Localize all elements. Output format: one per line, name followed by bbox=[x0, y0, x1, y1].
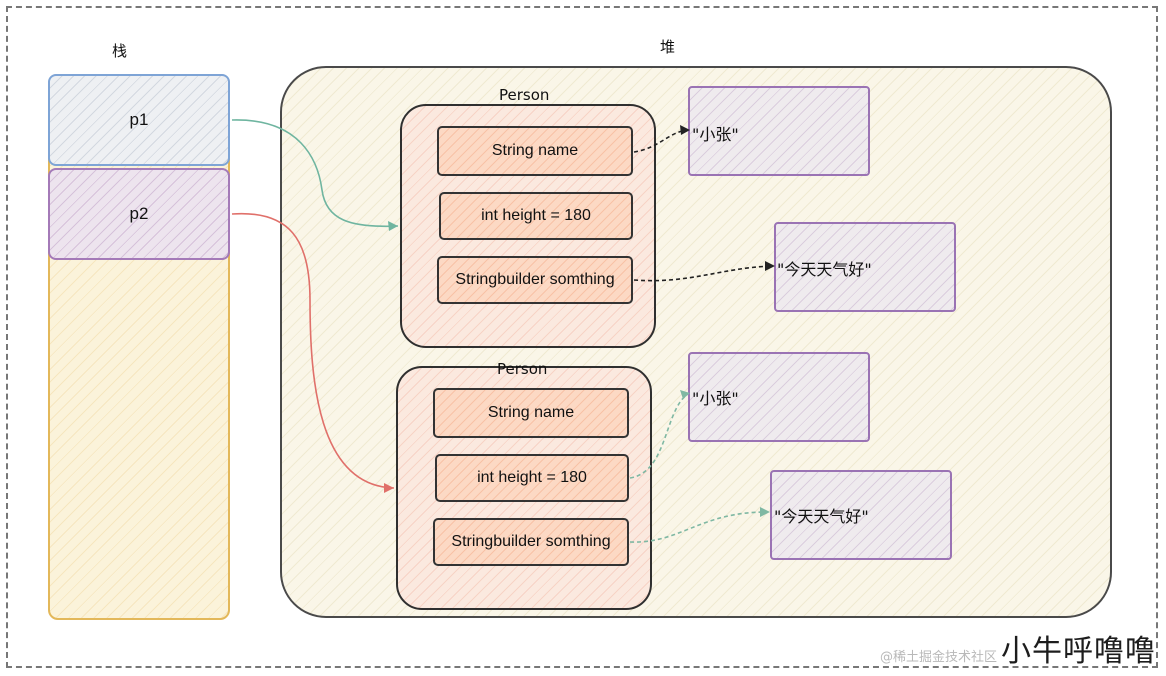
watermark-author: 小牛呼噜噜 bbox=[1001, 634, 1156, 669]
string-object-2-text: "今天天气好" bbox=[777, 260, 872, 279]
watermark-source: @稀土掘金技术社区 bbox=[879, 650, 997, 665]
string-object-4 bbox=[770, 470, 952, 560]
string-object-2 bbox=[774, 222, 956, 312]
string-object-3-text: "小张" bbox=[692, 389, 739, 408]
person-1-field-name: String name bbox=[437, 126, 633, 176]
person-object-1-label: Person bbox=[499, 86, 550, 104]
person-1-field-height: int height = 180 bbox=[439, 192, 633, 240]
stack-cell-p1: p1 bbox=[48, 74, 230, 166]
string-object-1-text: "小张" bbox=[692, 125, 739, 144]
string-object-3 bbox=[688, 352, 870, 442]
person-object-2-label: Person bbox=[497, 360, 548, 378]
stack-title: 栈 bbox=[112, 42, 128, 60]
person-1-field-something: Stringbuilder somthing bbox=[437, 256, 633, 304]
diagram-frame bbox=[6, 6, 1158, 668]
string-object-4-text: "今天天气好" bbox=[774, 507, 869, 526]
stack-cell-p2: p2 bbox=[48, 168, 230, 260]
heap-title: 堆 bbox=[660, 38, 676, 56]
person-2-field-name: String name bbox=[433, 388, 629, 438]
person-2-field-height: int height = 180 bbox=[435, 454, 629, 502]
watermark: @稀土掘金技术社区 小牛呼噜噜 bbox=[880, 626, 1156, 670]
person-2-field-something: Stringbuilder somthing bbox=[433, 518, 629, 566]
